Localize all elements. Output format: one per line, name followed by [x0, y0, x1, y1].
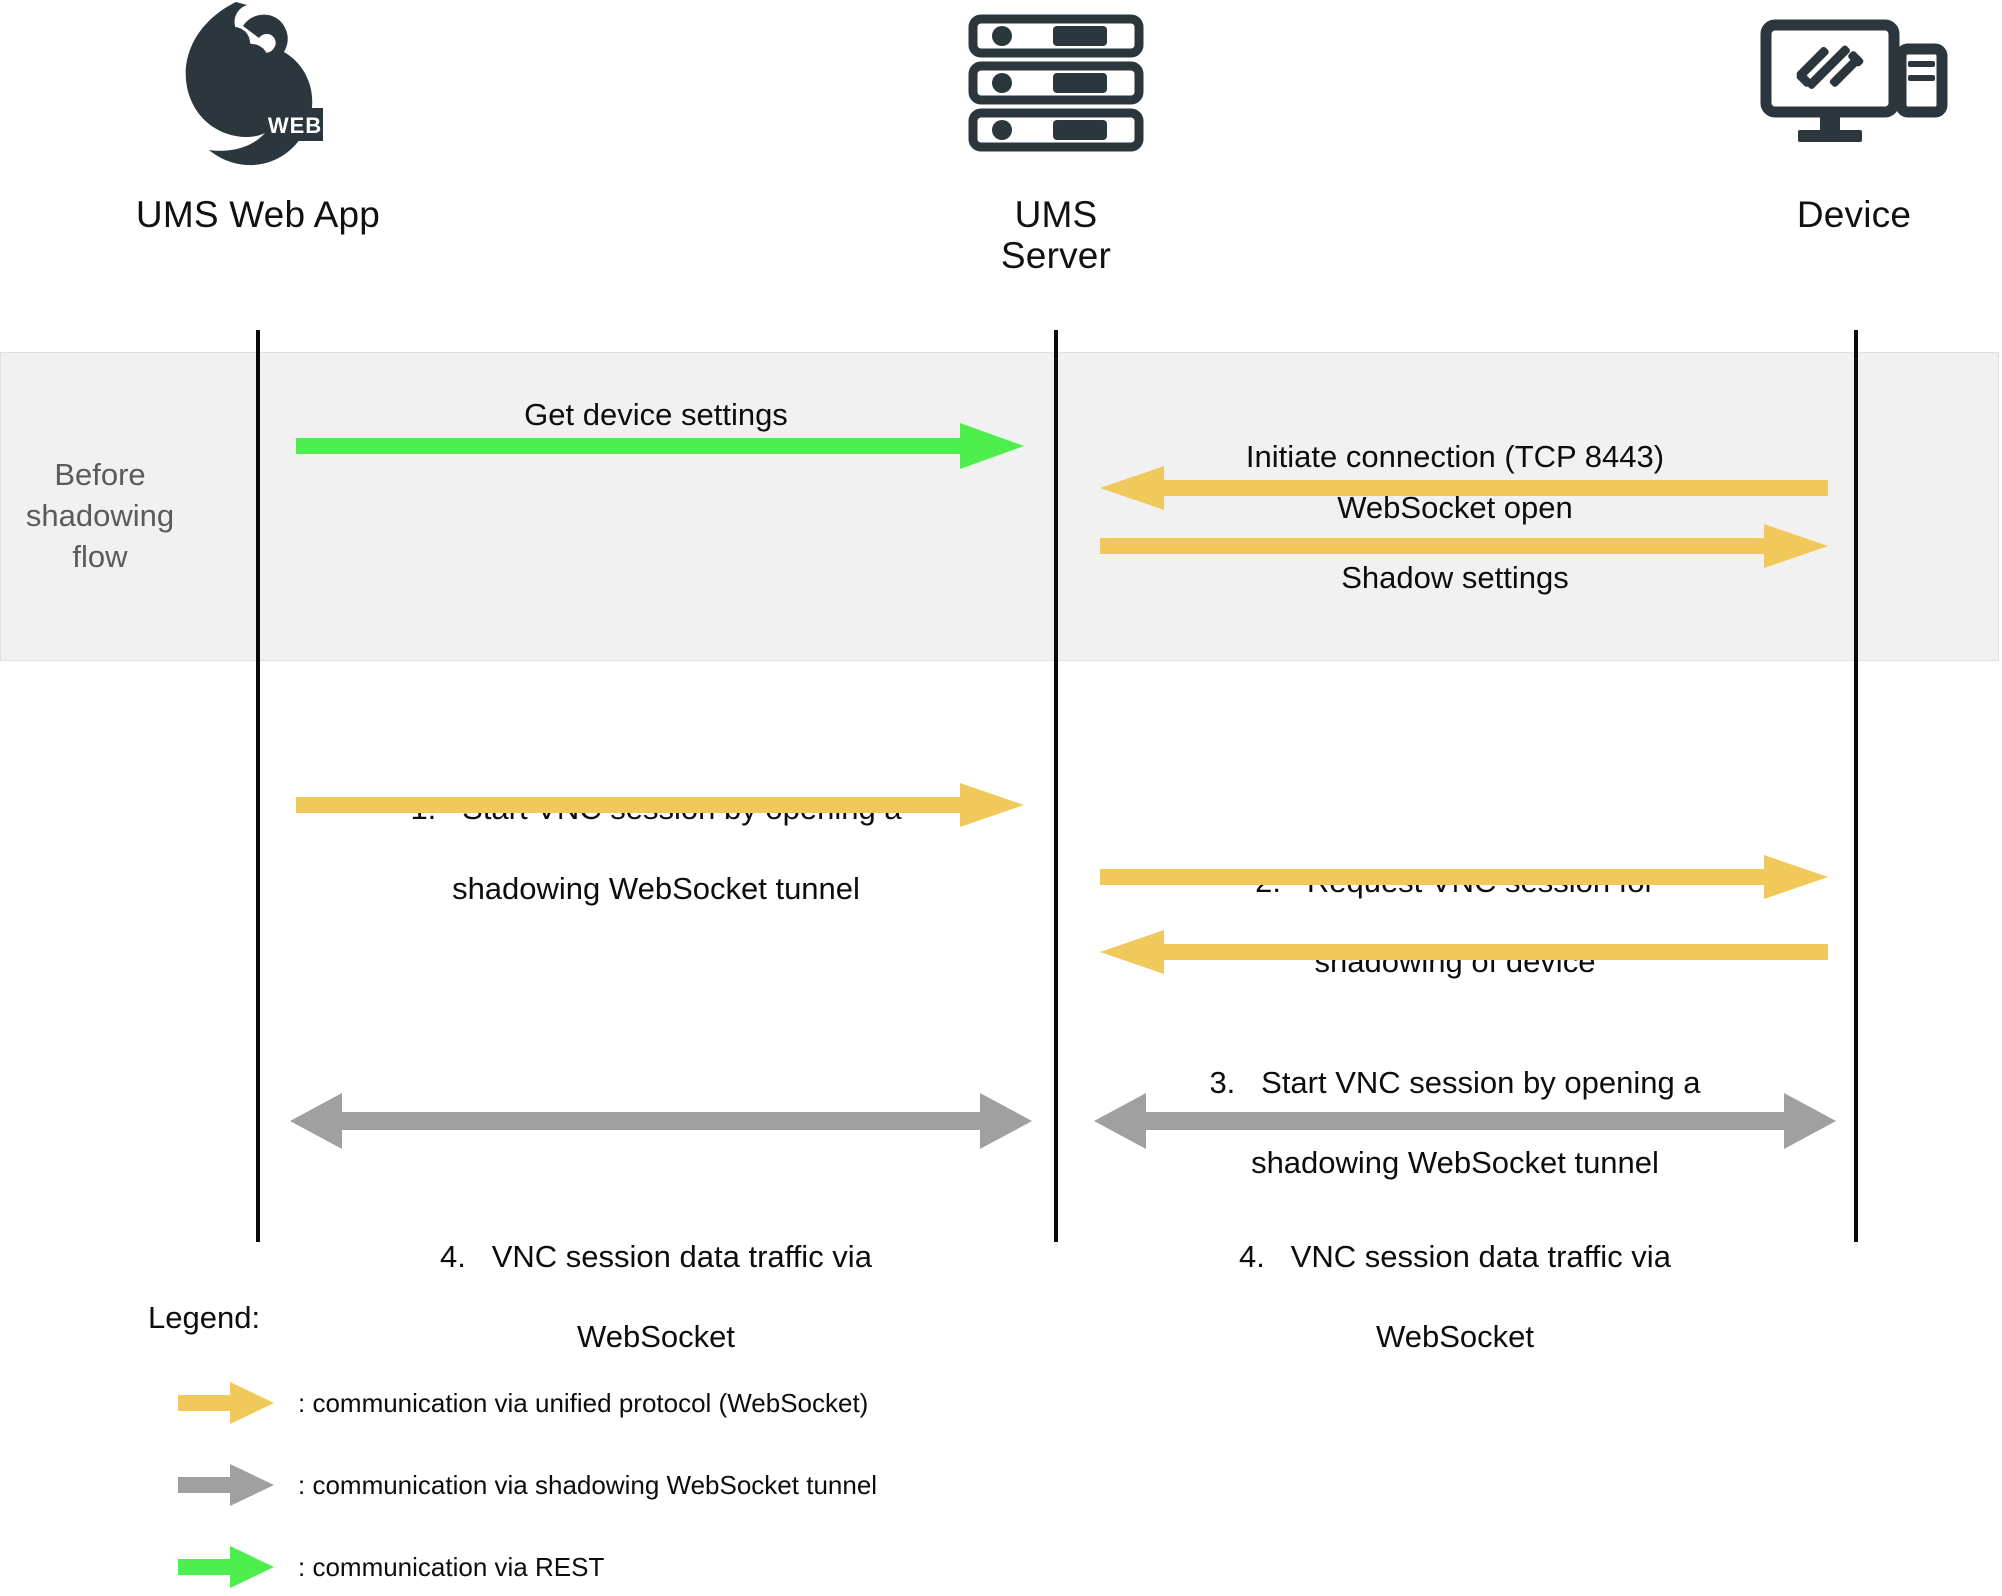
actor-label-ums-server-line-2: Server	[1000, 235, 1112, 277]
message-step-3-text-line-1: Start VNC session by opening a	[1261, 1065, 1701, 1101]
message-step-4-left-text-line-1: VNC session data traffic via	[491, 1239, 872, 1275]
message-arrow-initiate-connection	[1100, 466, 1828, 510]
phase-label: Before shadowing flow	[10, 455, 190, 578]
message-arrow-step-1	[296, 783, 1024, 827]
message-label-step-4-left: 4. VNC session data traffic via WebSocke…	[258, 1158, 1054, 1396]
phase-label-line-1: Before	[54, 457, 146, 492]
message-step-4-right-text-line-1: VNC session data traffic via	[1290, 1239, 1671, 1275]
message-arrow-step-4-left	[290, 1093, 1032, 1149]
message-step-3-line-1: 3. Start VNC session by opening a	[1056, 1024, 1854, 1103]
legend-item-rest: : communication via REST	[178, 1544, 604, 1590]
message-label-initiate-connection: Initiate connection (TCP 8443)	[1245, 439, 1665, 474]
legend-item-shadowing-tunnel: : communication via shadowing WebSocket …	[178, 1462, 877, 1508]
message-step-4-left-number: 4.	[440, 1239, 466, 1275]
actor-label-ums-server: UMS Server	[886, 194, 1226, 277]
message-step-4-left-line-2: WebSocket	[577, 1318, 735, 1354]
actor-device: Device	[1684, 8, 2002, 235]
message-arrow-websocket-open	[1100, 524, 1828, 568]
actor-ums-web-app: WEB UMS Web App	[88, 1, 428, 235]
ums-web-logo-icon: WEB	[88, 1, 428, 165]
legend-title: Legend:	[148, 1300, 261, 1335]
actor-ums-server: UMS Server	[886, 8, 1226, 277]
lifeline-ums-web-app	[256, 330, 260, 1242]
message-step-1-line-2: shadowing WebSocket tunnel	[452, 870, 860, 906]
message-label-step-3: 3. Start VNC session by opening a shadow…	[1056, 984, 1854, 1222]
message-arrow-step-4-right	[1094, 1093, 1836, 1149]
rest-arrow-icon	[178, 1544, 274, 1590]
actor-label-ums-server-line-1: UMS	[1014, 194, 1098, 235]
before-shadowing-flow-band	[0, 352, 1999, 661]
legend-text-shadowing-tunnel: : communication via shadowing WebSocket …	[298, 1469, 878, 1500]
message-step-3-line-2: shadowing WebSocket tunnel	[1251, 1144, 1659, 1180]
message-step-4-right-number: 4.	[1239, 1239, 1265, 1275]
message-label-websocket-open: WebSocket open	[1337, 490, 1573, 525]
shadowing-tunnel-arrow-icon	[178, 1462, 274, 1508]
phase-label-line-2: shadowing	[25, 497, 175, 533]
server-rack-icon	[886, 8, 1226, 158]
desktop-device-icon	[1684, 8, 2002, 158]
legend-text-rest: : communication via REST	[298, 1551, 605, 1582]
actor-label-device: Device	[1796, 194, 1912, 235]
unified-protocol-arrow-icon	[178, 1380, 274, 1426]
phase-label-line-3: flow	[72, 538, 128, 574]
message-arrow-get-device-settings	[296, 423, 1024, 469]
message-arrow-step-2	[1100, 855, 1828, 899]
actor-label-ums-web-app: UMS Web App	[135, 194, 381, 235]
message-step-4-left-line-1: 4. VNC session data traffic via	[258, 1198, 1054, 1277]
message-arrow-step-3	[1100, 930, 1828, 974]
legend-text-unified-protocol: : communication via unified protocol (We…	[298, 1387, 869, 1418]
message-label-step-1: 1. Start VNC session by opening a shadow…	[258, 710, 1054, 948]
message-label-step-4-right: 4. VNC session data traffic via WebSocke…	[1056, 1158, 1854, 1396]
lifeline-ums-server	[1054, 330, 1058, 1242]
message-step-4-right-line-2: WebSocket	[1376, 1318, 1534, 1354]
message-step-4-right-line-1: 4. VNC session data traffic via	[1056, 1198, 1854, 1277]
legend-item-unified-protocol: : communication via unified protocol (We…	[178, 1380, 868, 1426]
lifeline-device	[1854, 330, 1858, 1242]
svg-text:WEB: WEB	[268, 113, 322, 138]
message-step-3-number: 3.	[1209, 1065, 1236, 1101]
message-label-shadow-settings: Shadow settings	[1341, 560, 1569, 595]
message-label-get-device-settings: Get device settings	[524, 397, 788, 432]
